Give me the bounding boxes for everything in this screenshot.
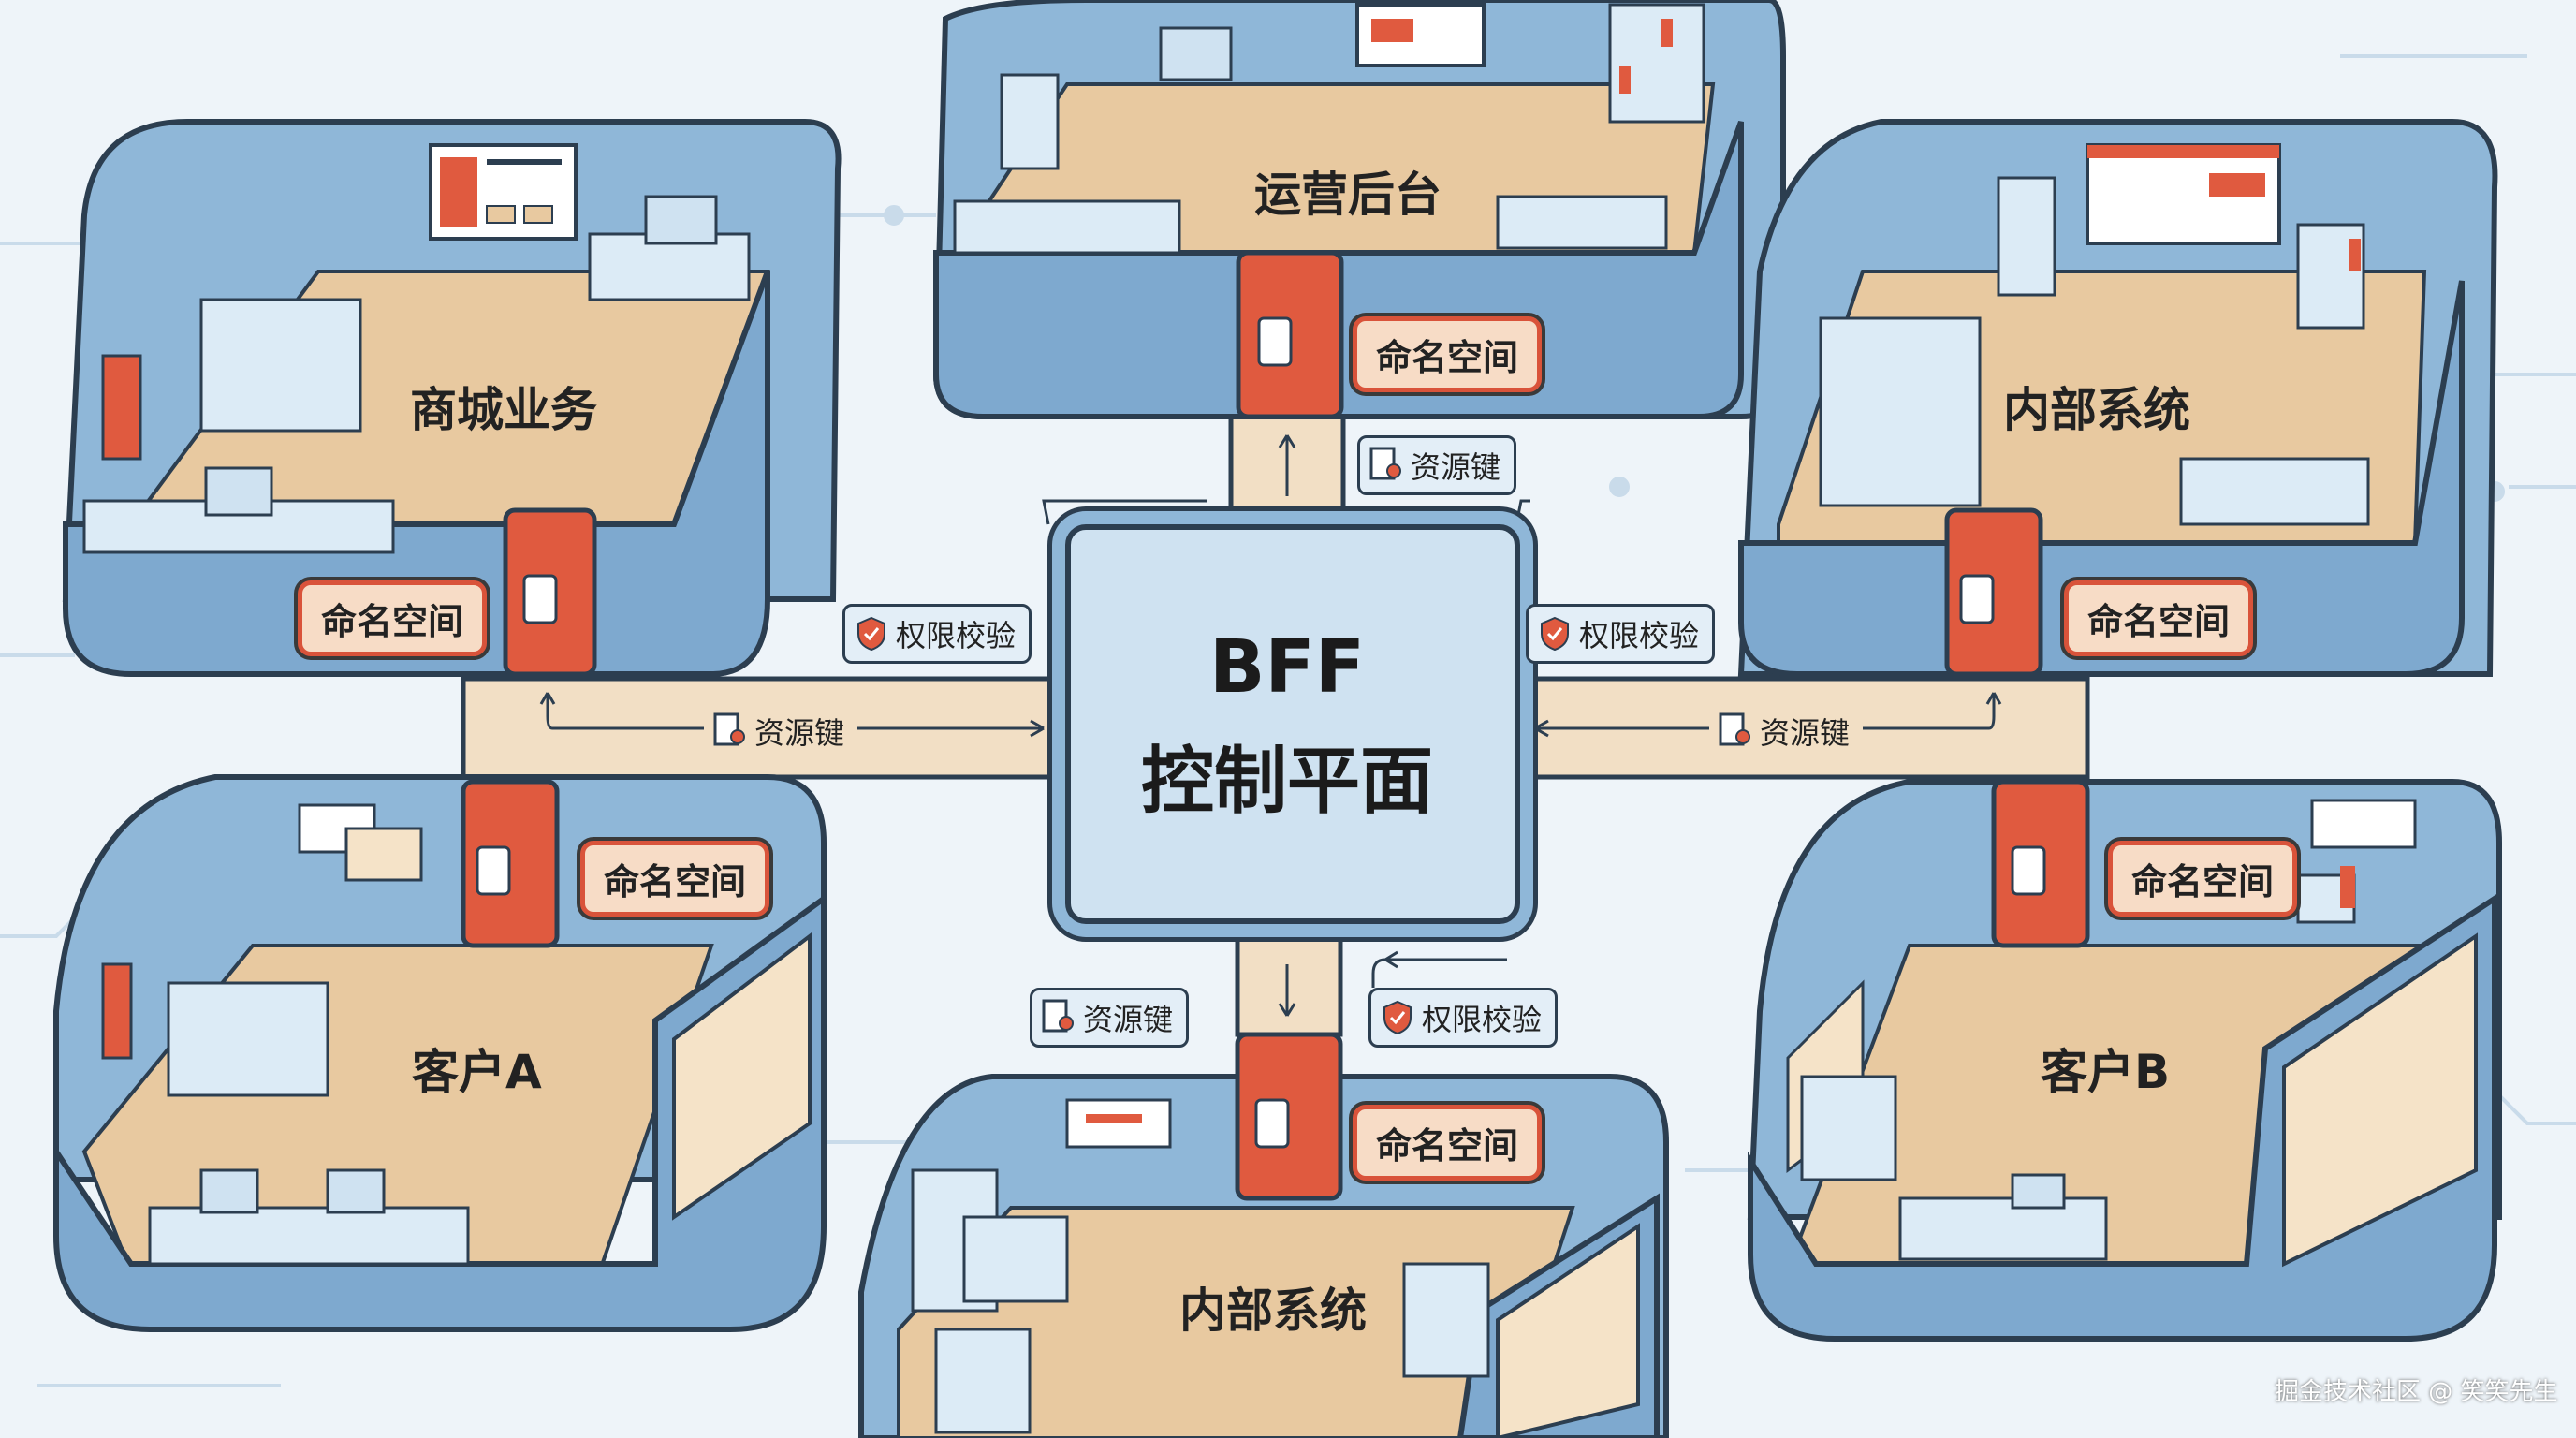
key-doc-icon (1719, 712, 1750, 746)
corridor-bottom (1235, 919, 1343, 1037)
shield-check-icon (1383, 1000, 1412, 1035)
namespace-badge-customer-a: 命名空间 (580, 841, 770, 917)
room-internal-bottom (858, 1032, 1669, 1438)
namespace-badge-internal-bottom: 命名空间 (1353, 1105, 1543, 1181)
room-label-ops: 运营后台 (1254, 168, 1442, 222)
control-plane-subtitle: 控制平面 (1140, 740, 1433, 824)
resource-key-tag-right: 资源键 (1709, 704, 1864, 758)
namespace-badge-mall: 命名空间 (298, 580, 488, 656)
watermark: 掘金技术社区 @ 笑笑先生 (2275, 1378, 2558, 1406)
room-label-customer-b: 客户B (2041, 1045, 2171, 1099)
resource-key-label: 资源键 (754, 715, 845, 751)
permission-check-label: 权限校验 (1422, 1002, 1543, 1037)
resource-key-tag-bottom: 资源键 (1030, 988, 1190, 1048)
permission-check-tag-right: 权限校验 (1526, 604, 1716, 664)
control-plane-title: BFF (1208, 625, 1366, 710)
room-label-mall: 商城业务 (410, 383, 597, 437)
shield-check-icon (1541, 616, 1569, 652)
namespace-badge-internal-top: 命名空间 (2064, 580, 2254, 656)
namespace-badge-customer-b: 命名空间 (2108, 841, 2298, 917)
permission-check-tag-bottom: 权限校验 (1368, 988, 1559, 1048)
resource-key-label: 资源键 (1083, 1002, 1174, 1037)
resource-key-label: 资源键 (1411, 449, 1501, 485)
namespace-badge-ops: 命名空间 (1353, 316, 1543, 392)
room-internal-top (1737, 119, 2498, 677)
control-plane-box (1065, 524, 1520, 924)
room-customer-b (1747, 779, 2502, 1342)
key-doc-icon (1042, 999, 1074, 1033)
permission-check-label: 权限校验 (896, 618, 1017, 653)
key-doc-icon (1369, 447, 1401, 480)
key-doc-icon (713, 712, 745, 746)
room-label-internal-bottom: 内部系统 (1179, 1284, 1367, 1338)
resource-key-tag-left: 资源键 (704, 704, 858, 758)
permission-check-label: 权限校验 (1579, 618, 1700, 653)
room-label-customer-a: 客户A (412, 1045, 542, 1099)
resource-key-tag-top: 资源键 (1357, 435, 1517, 495)
permission-check-tag-left: 权限校验 (842, 604, 1032, 664)
room-ops (932, 0, 1786, 419)
room-label-internal-top: 内部系统 (2003, 383, 2190, 437)
resource-key-label: 资源键 (1760, 715, 1851, 751)
shield-check-icon (857, 616, 886, 652)
room-mall (62, 119, 842, 677)
